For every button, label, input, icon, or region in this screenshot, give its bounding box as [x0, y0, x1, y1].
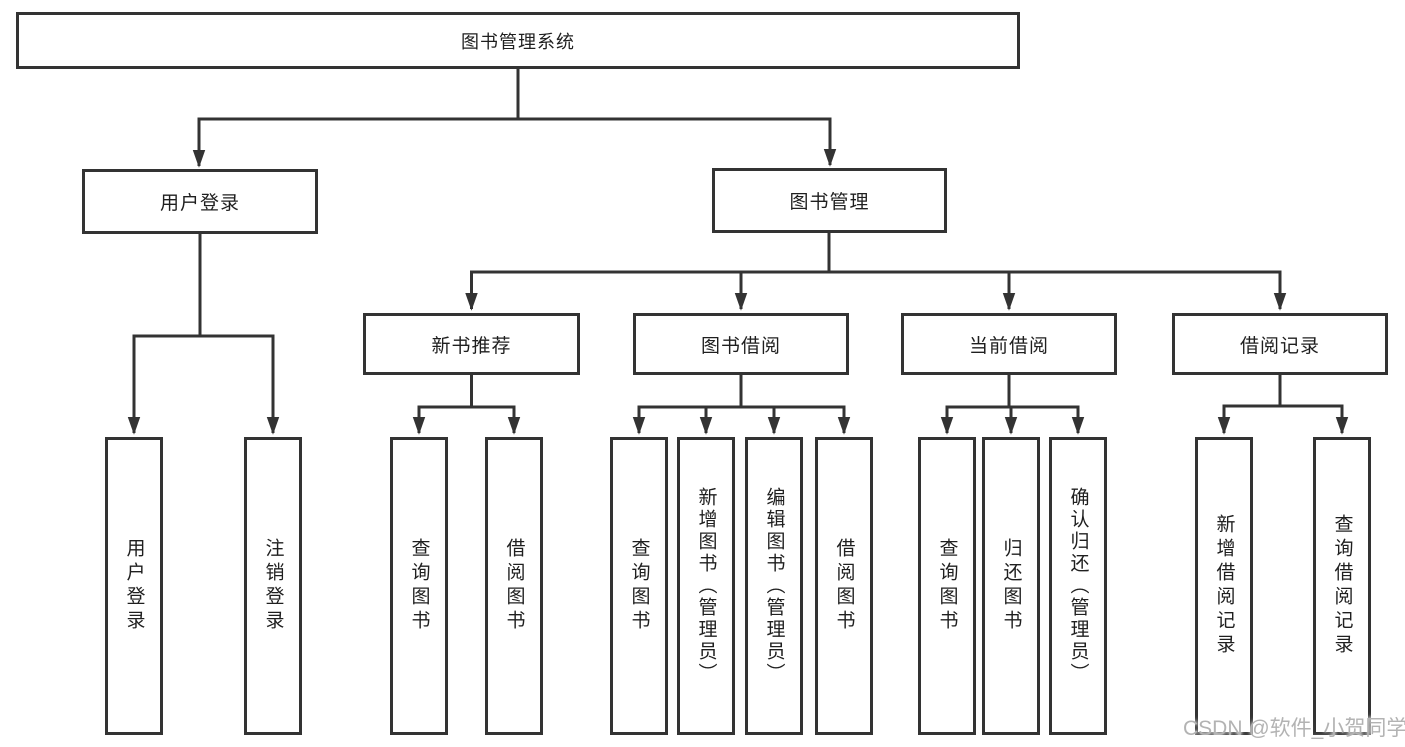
connector-root-to-level2	[197, 67, 832, 121]
node-current-borrowing: 当前借阅	[901, 313, 1117, 375]
node-book-borrowing: 图书借阅	[633, 313, 849, 375]
node-library-management-system: 图书管理系统	[16, 12, 1020, 69]
leaf-return-books: 归还图书	[982, 437, 1040, 735]
leaf-label: 新增图书（管理员）	[695, 487, 717, 685]
leaf-borrow-books: 借阅图书	[815, 437, 873, 735]
leaf-label: 确认归还（管理员）	[1067, 487, 1089, 685]
leaf-edit-books-admin: 编辑图书（管理员）	[745, 437, 803, 735]
leaf-label: 查询图书	[936, 538, 958, 634]
leaf-label: 注销登录	[262, 538, 284, 634]
leaf-label: 查询图书	[628, 538, 650, 634]
leaf-user-login: 用户登录	[105, 437, 163, 735]
connector-current-leaves	[945, 373, 1080, 409]
leaf-add-borrow-record: 新增借阅记录	[1195, 437, 1253, 735]
connector-management-branch	[470, 231, 1282, 274]
connector-records-leaves	[1222, 373, 1344, 408]
leaf-query-borrow-record: 查询借阅记录	[1313, 437, 1371, 735]
connector-login-branch	[132, 231, 275, 338]
node-user-login-branch: 用户登录	[82, 169, 318, 234]
node-book-management-branch: 图书管理	[712, 168, 947, 233]
leaf-add-books-admin: 新增图书（管理员）	[677, 437, 735, 735]
leaf-confirm-return-admin: 确认归还（管理员）	[1049, 437, 1107, 735]
leaf-label: 编辑图书（管理员）	[763, 487, 785, 685]
leaf-label: 归还图书	[1000, 538, 1022, 634]
node-new-book-recommendation: 新书推荐	[363, 313, 580, 375]
leaf-logout: 注销登录	[244, 437, 302, 735]
leaf-label: 借阅图书	[833, 538, 855, 634]
leaf-query-books-recommend: 查询图书	[390, 437, 448, 735]
leaf-query-books-borrow: 查询图书	[610, 437, 668, 735]
csdn-watermark: CSDN @软件_小贺同学	[1183, 717, 1405, 740]
connector-recommend-leaves	[417, 373, 516, 409]
leaf-label: 新增借阅记录	[1213, 514, 1235, 658]
leaf-label: 用户登录	[123, 538, 145, 634]
leaf-label: 借阅图书	[503, 538, 525, 634]
node-borrowing-records: 借阅记录	[1172, 313, 1388, 375]
leaf-query-books-current: 查询图书	[918, 437, 976, 735]
connector-borrow-leaves	[637, 373, 846, 409]
leaf-label: 查询借阅记录	[1331, 514, 1353, 658]
leaf-borrow-books-recommend: 借阅图书	[485, 437, 543, 735]
leaf-label: 查询图书	[408, 538, 430, 634]
